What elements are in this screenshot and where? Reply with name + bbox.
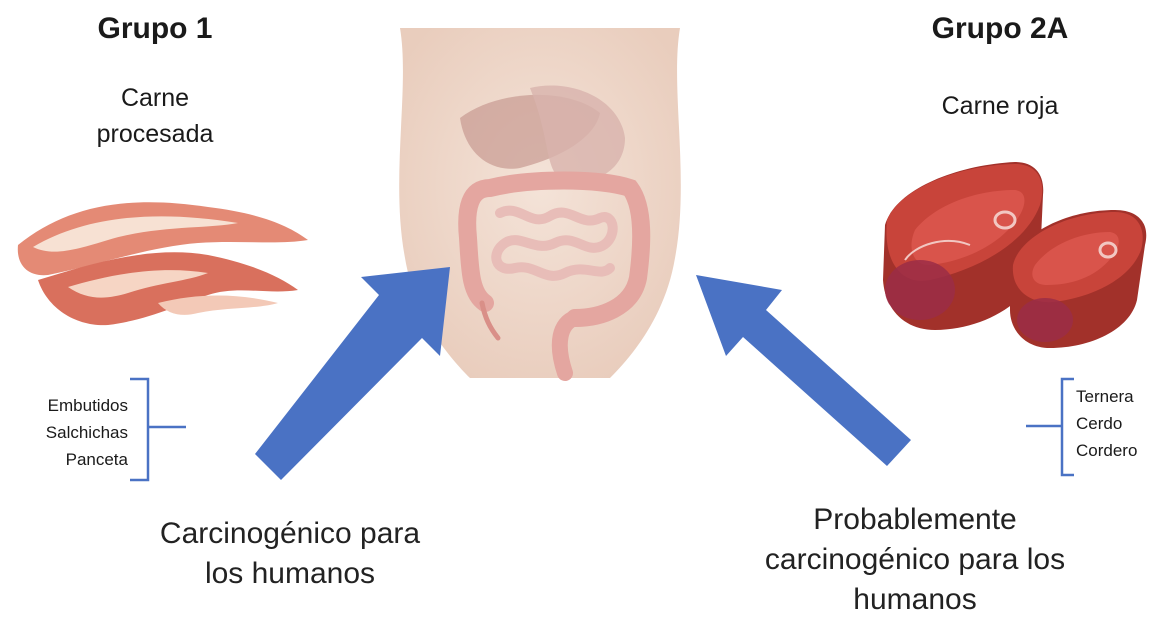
carcinogenic-caption-line-1: Carcinogénico para bbox=[120, 514, 460, 554]
processed-meat-examples: Embutidos Salchichas Panceta bbox=[20, 392, 128, 473]
carcinogenic-caption: Carcinogénico para los humanos bbox=[120, 514, 460, 594]
red-meat-label: Carne roja bbox=[900, 88, 1100, 124]
red-meat-steak-icon bbox=[875, 150, 1155, 350]
example-cordero: Cordero bbox=[1076, 437, 1158, 464]
right-brace-icon bbox=[1026, 376, 1076, 478]
processed-meat-label-line-2: procesada bbox=[70, 116, 240, 152]
left-arrow-icon bbox=[255, 262, 460, 482]
probably-carcinogenic-caption: Probablemente carcinogénico para los hum… bbox=[730, 500, 1100, 620]
red-meat-label-line-1: Carne roja bbox=[900, 88, 1100, 124]
group-2a-title: Grupo 2A bbox=[905, 12, 1095, 46]
carcinogenic-caption-line-2: los humanos bbox=[120, 554, 460, 594]
group-1-title: Grupo 1 bbox=[60, 12, 250, 46]
probably-carcinogenic-caption-line-2: carcinogénico para los bbox=[730, 540, 1100, 580]
example-ternera: Ternera bbox=[1076, 383, 1158, 410]
example-cerdo: Cerdo bbox=[1076, 410, 1158, 437]
example-panceta: Panceta bbox=[20, 446, 128, 473]
example-salchichas: Salchichas bbox=[20, 419, 128, 446]
processed-meat-label-line-1: Carne bbox=[70, 80, 240, 116]
example-embutidos: Embutidos bbox=[20, 392, 128, 419]
red-meat-examples: Ternera Cerdo Cordero bbox=[1076, 383, 1158, 464]
probably-carcinogenic-caption-line-1: Probablemente bbox=[730, 500, 1100, 540]
left-brace-icon bbox=[128, 376, 190, 484]
processed-meat-label: Carne procesada bbox=[70, 80, 240, 152]
probably-carcinogenic-caption-line-3: humanos bbox=[730, 580, 1100, 620]
